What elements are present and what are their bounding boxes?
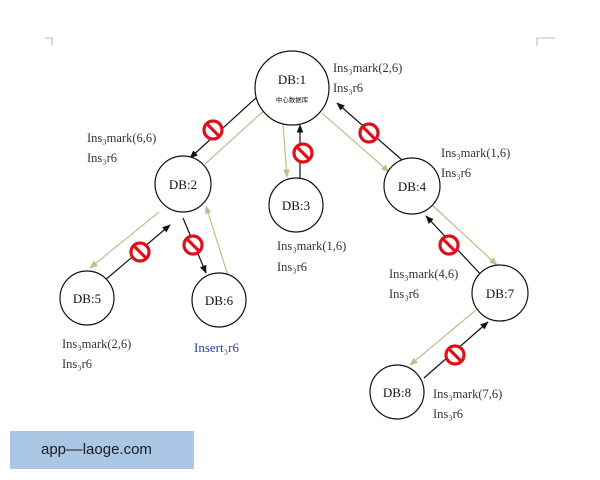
no-entry-icon <box>358 122 380 144</box>
blocked-symbols <box>129 119 466 366</box>
watermark-text: app––laoge.com <box>41 441 152 458</box>
edge-db4-db7 <box>430 203 498 266</box>
annotation-db5-line2: Ins₃r6 <box>62 357 92 371</box>
node-db7-label: DB:7 <box>486 286 515 301</box>
annotation-db3-line1: Ins₃mark(1,6) <box>277 239 346 253</box>
annotation-db8-line2: Ins₃r6 <box>433 407 463 421</box>
no-entry-icon <box>438 234 460 256</box>
annotation-db7-line1: Ins₃mark(4,6) <box>389 267 458 281</box>
node-db4-label: DB:4 <box>398 179 427 194</box>
annotation-db5-line1: Ins₃mark(2,6) <box>62 337 131 351</box>
no-entry-icon <box>202 119 224 141</box>
node-db3-label: DB:3 <box>282 198 310 213</box>
no-entry-icon <box>292 142 314 164</box>
node-db2: DB:2 <box>154 155 212 213</box>
node-db6: DB:6 <box>191 272 247 328</box>
no-entry-icon <box>182 234 204 256</box>
annotation-db1: Ins₃mark(2,6) Ins₃r6 <box>333 61 402 95</box>
no-entry-icon <box>444 344 466 366</box>
nodes: DB:1 中心数据库 DB:2 DB:3 DB:4 DB:5 DB:6 DB:7 <box>59 50 529 420</box>
node-db5-label: DB:5 <box>73 291 101 306</box>
node-db5: DB:5 <box>59 270 115 326</box>
annotation-db7: Ins₃mark(4,6) Ins₃r6 <box>389 267 458 301</box>
node-db2-label: DB:2 <box>169 177 197 192</box>
node-db6-label: DB:6 <box>205 293 234 308</box>
node-db1: DB:1 中心数据库 <box>254 50 330 126</box>
annotation-db1-line2: Ins₃r6 <box>333 81 363 95</box>
node-db8-label: DB:8 <box>383 385 411 400</box>
crop-marks <box>45 37 555 46</box>
node-db1-label: DB:1 <box>278 72 306 87</box>
annotation-db1-line1: Ins₃mark(2,6) <box>333 61 402 75</box>
edge-db7-db8 <box>409 309 477 366</box>
annotation-db2-line1: Ins₃mark(6,6) <box>87 131 156 145</box>
annotations: Ins₃mark(2,6) Ins₃r6 Ins₃mark(6,6) Ins₃r… <box>62 61 510 421</box>
node-db1-sublabel: 中心数据库 <box>276 95 309 104</box>
annotation-db2-line2: Ins₃r6 <box>87 151 117 165</box>
annotation-db7-line2: Ins₃r6 <box>389 287 419 301</box>
watermark-banner: app––laoge.com <box>10 431 194 469</box>
edge-db2-db5 <box>89 211 160 269</box>
node-db3: DB:3 <box>268 177 324 233</box>
annotation-db4-line1: Ins₃mark(1,6) <box>441 146 510 160</box>
edge-db1-db4 <box>321 112 390 173</box>
edge-db6-db2 <box>205 205 230 280</box>
annotation-db8: Ins₃mark(7,6) Ins₃r6 <box>433 387 502 421</box>
annotation-db8-line1: Ins₃mark(7,6) <box>433 387 502 401</box>
edge-db1-db2 <box>189 96 258 159</box>
edge-db1-db3 <box>282 123 290 178</box>
node-db8: DB:8 <box>369 364 425 420</box>
annotation-db4-line2: Ins₃r6 <box>441 166 471 180</box>
node-db4: DB:4 <box>383 157 441 215</box>
annotation-db6: Insert₃r6 <box>194 340 239 355</box>
annotation-db3-line2: Ins₃r6 <box>277 260 307 274</box>
annotation-db4: Ins₃mark(1,6) Ins₃r6 <box>441 146 510 180</box>
annotation-db5: Ins₃mark(2,6) Ins₃r6 <box>62 337 131 371</box>
node-db7: DB:7 <box>471 264 529 322</box>
annotation-db6-line1: Insert₃r6 <box>194 340 239 355</box>
annotation-db2: Ins₃mark(6,6) Ins₃r6 <box>87 131 156 165</box>
no-entry-icon <box>129 241 151 263</box>
edge-db2-db1 <box>204 105 270 165</box>
annotation-db3: Ins₃mark(1,6) Ins₃r6 <box>277 239 346 274</box>
